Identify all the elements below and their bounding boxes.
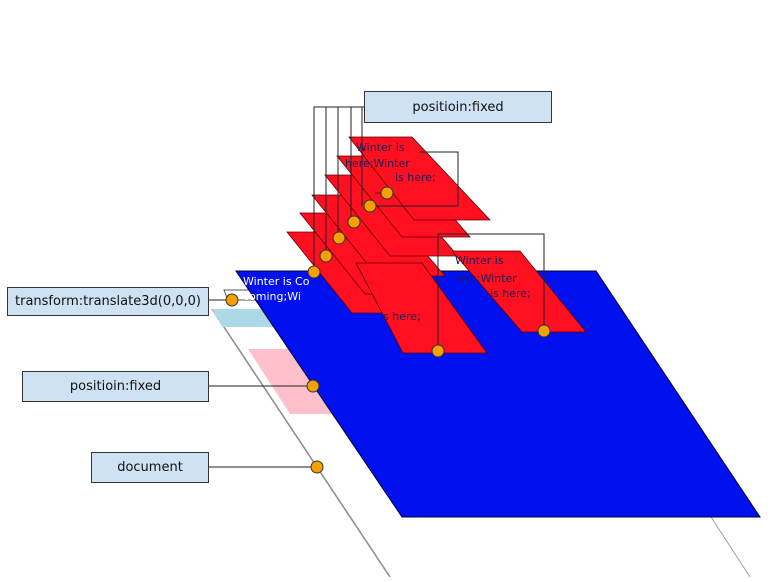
dot-fixed-1 — [307, 265, 321, 279]
dot-fixed-3 — [332, 231, 346, 245]
dot-fixed-7 — [431, 344, 445, 358]
connector-dots — [225, 186, 551, 474]
dot-transform — [225, 293, 239, 307]
transform-layer-text-2: coming;Wi — [243, 290, 301, 303]
label-document: document — [91, 452, 209, 483]
fixed-layer-7 — [355, 262, 488, 354]
connector-lines — [209, 106, 545, 468]
fixed-layer-8 — [451, 250, 587, 333]
fixed-layer-text-1: Winter is — [356, 141, 405, 154]
pink-region — [248, 349, 340, 414]
fixed-layer-text-2: here;Winter — [345, 157, 410, 170]
fixed-layer-text-5: here;Winter — [452, 272, 517, 285]
label-transform: transform:translate3d(0,0,0) — [7, 287, 209, 316]
dot-fixed-5 — [363, 199, 377, 213]
dot-fixed-6 — [380, 186, 394, 200]
fixed-layer-text-7: is here; — [380, 310, 421, 323]
label-fixed-left: positioin:fixed — [22, 371, 209, 402]
dot-fixed-2 — [319, 249, 333, 263]
fixed-layer-stack — [286, 136, 587, 354]
dot-fixed-4 — [347, 215, 361, 229]
dot-document — [310, 460, 324, 474]
label-fixed-top: positioin:fixed — [364, 91, 552, 123]
fixed-layer-text-4: Winter is — [455, 254, 504, 267]
fixed-layer-text-6: is here; — [490, 287, 531, 300]
transform-layer-text-1: Winter is Co — [243, 275, 310, 288]
dot-fixed-8 — [537, 324, 551, 338]
dot-fixed-left — [306, 379, 320, 393]
fixed-layer-text-3: is here; — [395, 171, 436, 184]
